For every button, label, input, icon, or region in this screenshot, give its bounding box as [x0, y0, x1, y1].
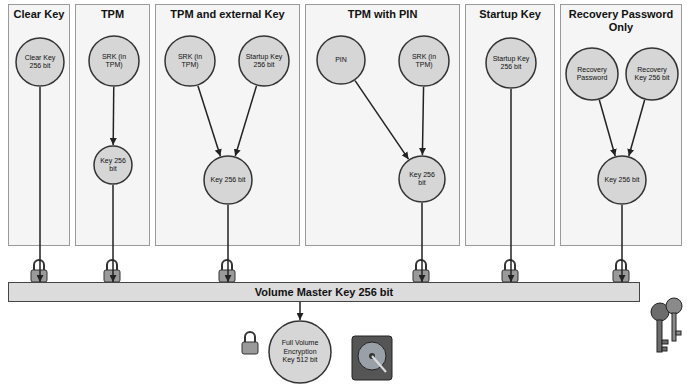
- node-label: Recovery Key 256 bit: [633, 66, 672, 83]
- key-connector: [39, 87, 41, 282]
- protector-panel: Startup KeyStartup Key 256 bit: [465, 4, 555, 246]
- key-circle: Recovery Key 256 bit: [625, 47, 679, 101]
- key-connector: [621, 205, 623, 282]
- key-circle: Key 256 bit: [203, 155, 253, 205]
- node-label: PIN: [323, 56, 359, 64]
- protector-panel: Recovery Password OnlyRecovery Password R…: [560, 4, 682, 246]
- protector-panel: TPM with PIN PIN SRK (in TPM) Key 256 bit: [305, 4, 460, 246]
- key-circle: Startup Key 256 bit: [485, 37, 537, 89]
- key-circle: Full Volume Encryption Key 512 bit: [268, 320, 332, 384]
- disk-icon: [352, 336, 392, 380]
- node-label: Volume Master Key 256 bit: [255, 286, 394, 298]
- node-label: SRK (in TPM): [405, 53, 442, 70]
- protector-panel: Clear KeyClear Key 256 bit: [8, 4, 70, 246]
- key-connector: [510, 89, 512, 282]
- master-key-band: Volume Master Key 256 bit: [8, 282, 640, 302]
- node-label: Full Volume Encryption Key 512 bit: [277, 339, 323, 364]
- key-connector: [422, 87, 423, 155]
- node-label: TPM and external Key: [156, 5, 299, 21]
- node-label: Clear Key: [9, 5, 69, 21]
- key-circle: Startup Key 256 bit: [238, 35, 290, 87]
- key-circle: SRK (in TPM): [398, 35, 450, 87]
- node-label: Recovery Password: [573, 66, 612, 83]
- node-label: Key 256 bit: [210, 176, 246, 184]
- node-label: Key 256 bit: [405, 171, 440, 188]
- key-connector: [112, 87, 114, 145]
- protector-panel: TPM and external KeySRK (in TPM) Startup …: [155, 4, 300, 246]
- key-connector: [112, 185, 114, 282]
- key-circle: Recovery Password: [565, 47, 619, 101]
- key-connector: [299, 302, 301, 320]
- key-circle: SRK (in TPM): [164, 35, 216, 87]
- key-connector: [227, 205, 229, 282]
- key-circle: Key 256 bit: [398, 155, 446, 203]
- key-connector: [355, 81, 408, 159]
- key-circle: PIN: [316, 35, 366, 85]
- node-label: SRK (in TPM): [95, 53, 132, 70]
- protector-panel: TPM SRK (in TPM) Key 256 bit: [75, 4, 150, 246]
- node-label: Recovery Password Only: [561, 5, 681, 34]
- key-circle: SRK (in TPM): [88, 35, 140, 87]
- node-label: Key 256 bit: [604, 176, 640, 184]
- node-label: Clear Key 256 bit: [22, 54, 58, 71]
- key-connector: [235, 86, 256, 156]
- key-icon: [651, 298, 682, 352]
- node-label: Key 256 bit: [99, 157, 128, 174]
- key-circle: Key 256 bit: [597, 155, 647, 205]
- key-connector: [421, 203, 423, 282]
- key-connector: [629, 100, 645, 156]
- key-circle: Key 256 bit: [93, 145, 133, 185]
- node-label: Startup Key 256 bit: [245, 53, 282, 70]
- node-label: Startup Key: [466, 5, 554, 21]
- node-label: Startup Key 256 bit: [492, 55, 529, 72]
- key-circle: Clear Key 256 bit: [15, 37, 65, 87]
- node-label: TPM: [76, 5, 149, 21]
- key-connector: [599, 100, 615, 156]
- key-connector: [198, 86, 220, 156]
- node-label: SRK (in TPM): [171, 53, 208, 70]
- node-label: TPM with PIN: [306, 5, 459, 21]
